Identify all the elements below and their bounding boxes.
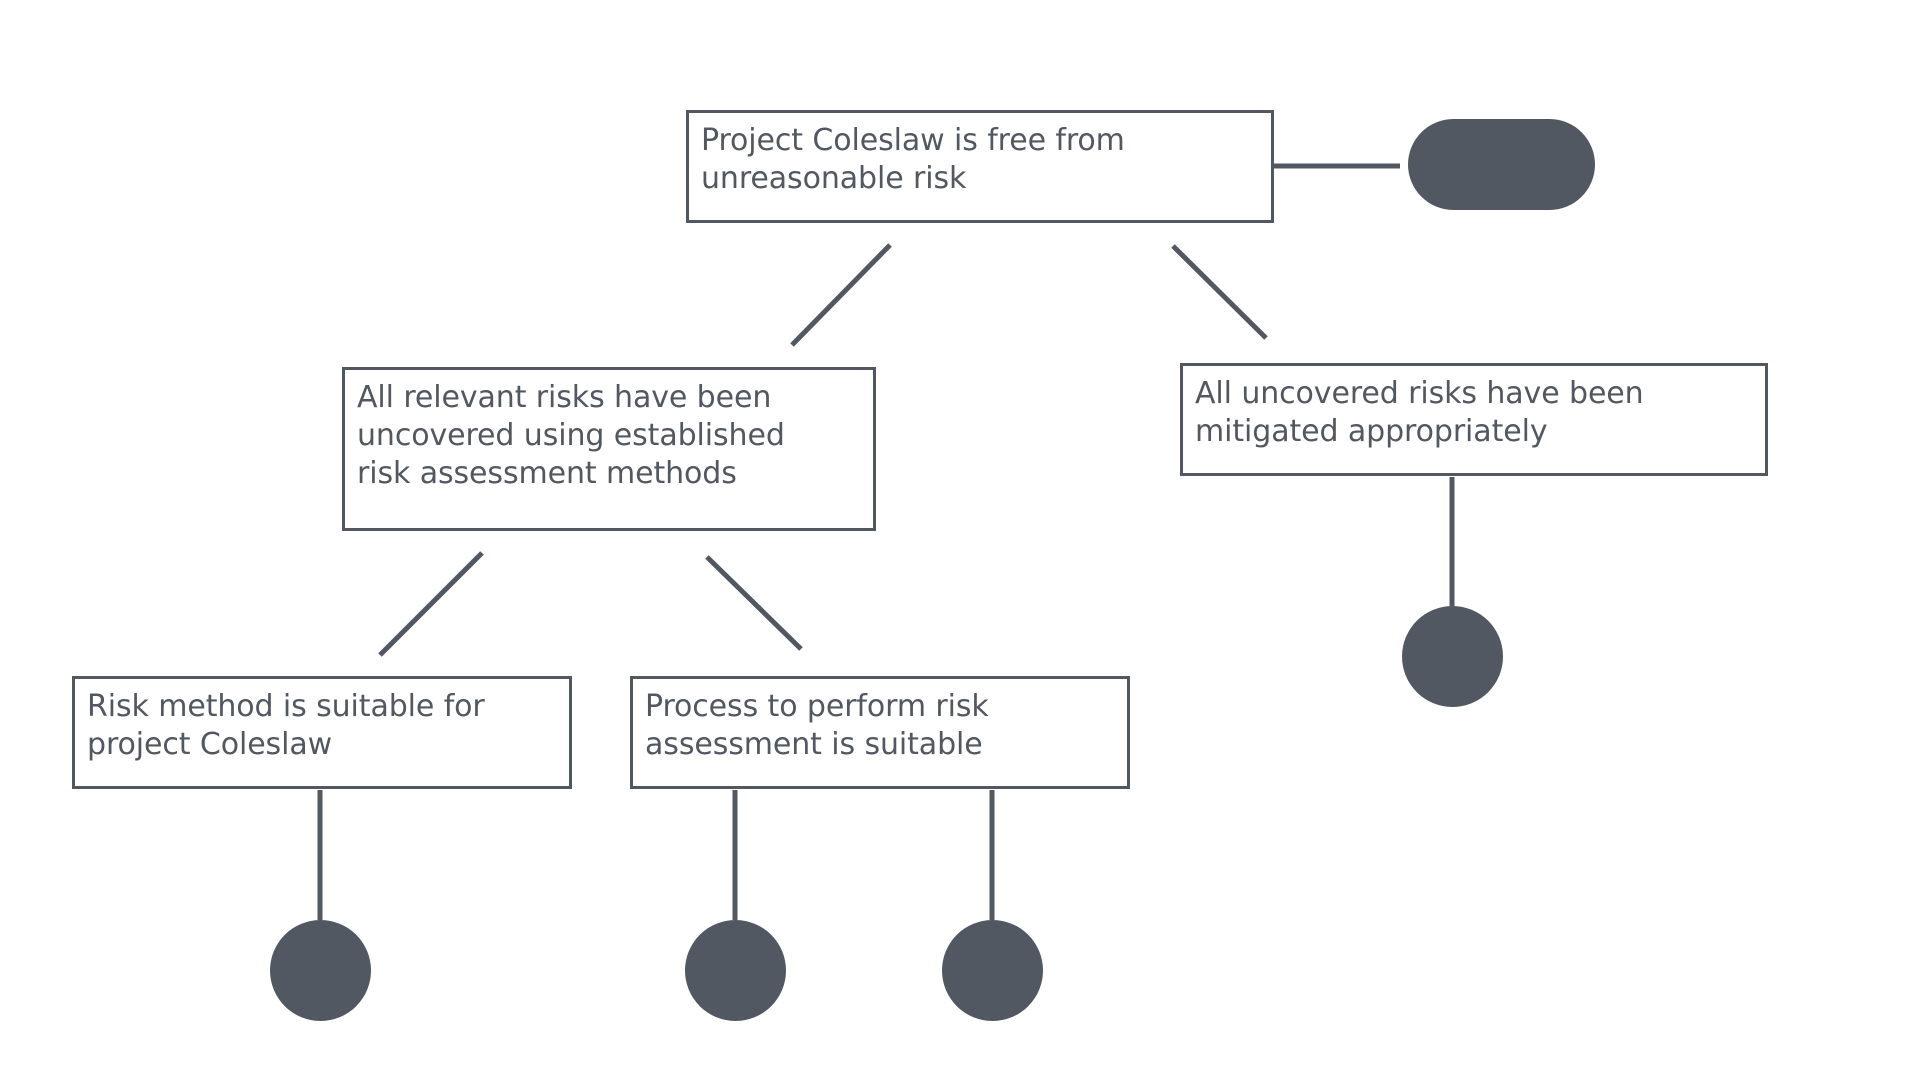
node-claim-risks-uncovered[interactable]: All relevant risks have been uncovered u… bbox=[342, 367, 876, 531]
link-uncovered-to-process bbox=[705, 555, 803, 651]
node-solution-method[interactable] bbox=[270, 920, 371, 1021]
node-claim-method-suitable-label: Risk method is suitable for project Cole… bbox=[87, 689, 485, 762]
node-claim-method-suitable[interactable]: Risk method is suitable for project Cole… bbox=[72, 676, 572, 789]
link-top-to-uncovered bbox=[790, 243, 892, 347]
node-top-claim[interactable]: Project Coleslaw is free from unreasonab… bbox=[686, 110, 1274, 223]
node-claim-process-suitable[interactable]: Process to perform risk assessment is su… bbox=[630, 676, 1130, 789]
node-solution-process-a[interactable] bbox=[685, 920, 786, 1021]
link-uncovered-to-method bbox=[378, 551, 484, 657]
node-top-claim-label: Project Coleslaw is free from unreasonab… bbox=[701, 123, 1125, 196]
node-claim-risks-mitigated[interactable]: All uncovered risks have been mitigated … bbox=[1180, 363, 1768, 476]
node-solution-process-b[interactable] bbox=[942, 920, 1043, 1021]
node-claim-process-suitable-label: Process to perform risk assessment is su… bbox=[645, 689, 989, 762]
node-claim-risks-uncovered-label: All relevant risks have been uncovered u… bbox=[357, 380, 785, 491]
link-top-to-mitigated bbox=[1171, 244, 1268, 340]
node-claim-risks-mitigated-label: All uncovered risks have been mitigated … bbox=[1195, 376, 1644, 449]
node-context-pill[interactable] bbox=[1408, 119, 1595, 210]
node-solution-mitigated[interactable] bbox=[1402, 606, 1503, 707]
